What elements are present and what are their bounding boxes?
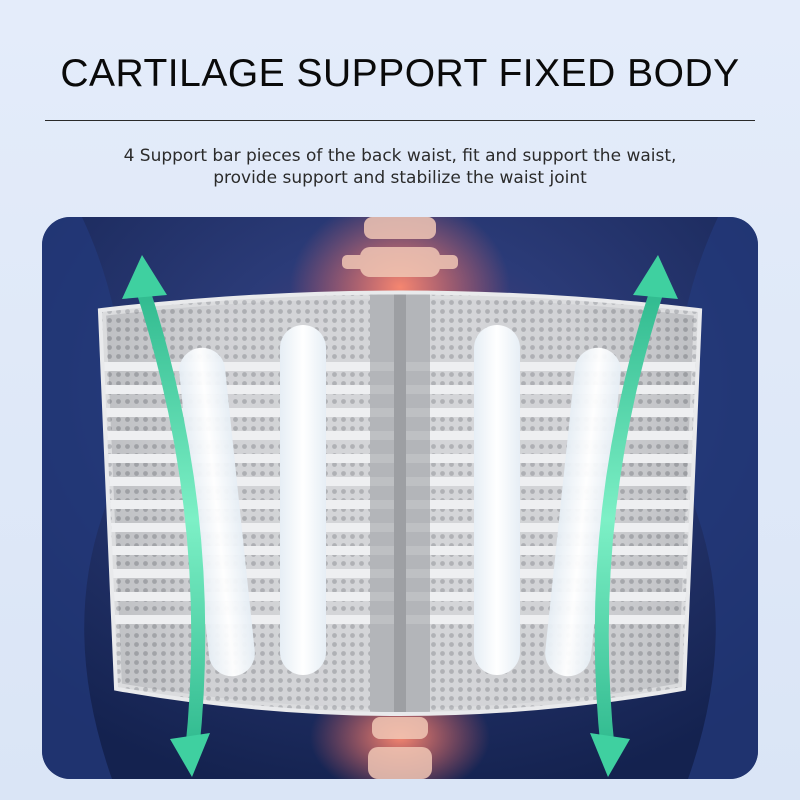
product-illustration (42, 217, 758, 779)
illustration-svg (42, 217, 758, 779)
left-arrow (122, 255, 210, 777)
spine-vertebrae (342, 217, 458, 779)
page-title: CARTILAGE SUPPORT FIXED BODY (60, 52, 740, 95)
subtitle-line-1: 4 Support bar pieces of the back waist, … (123, 146, 677, 166)
support-bars (179, 325, 621, 677)
title-divider (45, 120, 755, 121)
subtitle-line-2: provide support and stabilize the waist … (213, 168, 587, 188)
support-bar-2 (280, 325, 326, 675)
right-arrow (590, 255, 678, 777)
support-bar-3 (474, 325, 520, 675)
support-bar-4 (545, 347, 621, 677)
support-bar-1 (179, 347, 255, 677)
